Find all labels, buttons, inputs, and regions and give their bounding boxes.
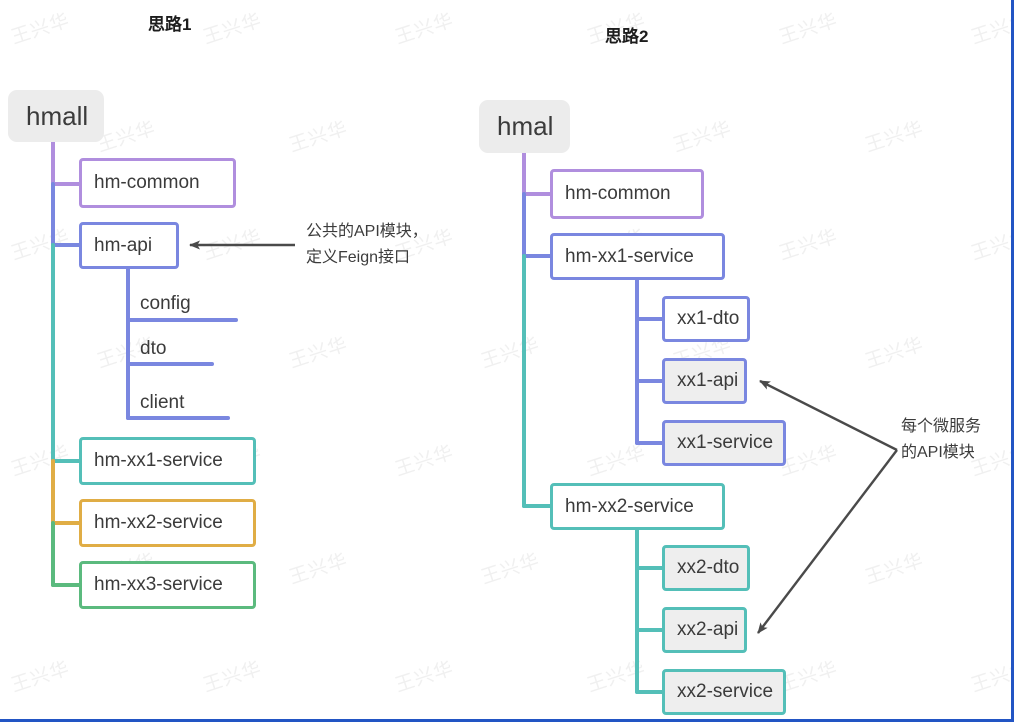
node-xx2-api[interactable]: xx2-api [662, 607, 747, 653]
watermark-text: 王兴华 [286, 333, 351, 373]
node-xx1-dto[interactable]: xx1-dto [662, 296, 750, 342]
panel-right-title: 思路2 [605, 27, 649, 46]
watermark-text: 王兴华 [8, 9, 73, 49]
node-label: hm-common [565, 183, 671, 204]
watermark-text: 王兴华 [200, 657, 265, 697]
watermark-text: 王兴华 [392, 9, 457, 49]
watermark-text: 王兴华 [776, 9, 841, 49]
watermark-text: 王兴华 [8, 441, 73, 481]
node-hm-xx2-service-left[interactable]: hm-xx2-service [79, 499, 256, 547]
node-label: hm-xx1-service [94, 450, 223, 471]
node-xx1-service[interactable]: xx1-service [662, 420, 786, 466]
watermark-text: 王兴华 [862, 549, 927, 589]
watermark-text: 王兴华 [286, 549, 351, 589]
watermark-text: 王兴华 [392, 441, 457, 481]
annotation-right-line2: 的API模块 [901, 444, 975, 462]
node-label: hm-xx2-service [565, 495, 694, 517]
annotation-left-line2: 定义Feign接口 [306, 249, 411, 267]
watermark-text: 王兴华 [8, 657, 73, 697]
node-hm-common-left[interactable]: hm-common [79, 158, 236, 208]
watermark-text: 王兴华 [584, 657, 649, 697]
node-dto[interactable]: dto [128, 334, 212, 364]
node-label: hm-xx3-service [94, 574, 223, 595]
node-label: hm-common [94, 172, 200, 193]
watermark-text: 王兴华 [776, 225, 841, 265]
node-label: hmal [497, 111, 554, 141]
node-label: xx2-service [677, 681, 774, 702]
node-client[interactable]: client [128, 388, 228, 418]
node-label: xx2-api [677, 619, 739, 640]
watermark-text: 王兴华 [478, 333, 543, 373]
node-hm-common-right[interactable]: hm-common [550, 169, 704, 219]
watermark-text: 王兴华 [968, 657, 1014, 697]
node-hm-api[interactable]: hm-api [79, 222, 179, 269]
node-hmal-root[interactable]: hmal [479, 100, 570, 153]
node-hmall-root[interactable]: hmall [8, 90, 104, 142]
watermark-text: 王兴华 [862, 117, 927, 157]
node-hm-xx1-service-right[interactable]: hm-xx1-service [550, 233, 725, 280]
watermark-text: 王兴华 [8, 225, 73, 265]
annotation-right-line1: 每个微服务 [901, 418, 982, 435]
node-label: hm-xx1-service [565, 245, 694, 267]
annotation-left: 公共的API模块， 定义Feign接口 [306, 219, 428, 272]
watermark-text: 王兴华 [584, 441, 649, 481]
node-label: hm-xx2-service [94, 512, 223, 533]
node-label: hm-api [94, 234, 153, 256]
node-config[interactable]: config [128, 288, 236, 320]
annotation-left-line1: 公共的API模块， [306, 223, 428, 240]
watermark-text: 王兴华 [968, 9, 1014, 49]
node-label: client [140, 392, 185, 413]
watermark-text: 王兴华 [200, 225, 265, 265]
node-xx2-service[interactable]: xx2-service [662, 669, 786, 715]
watermark-text: 王兴华 [670, 117, 735, 157]
node-hm-xx2-service-right[interactable]: hm-xx2-service [550, 483, 725, 530]
watermark-text: 王兴华 [968, 225, 1014, 265]
node-xx1-api[interactable]: xx1-api [662, 358, 747, 404]
watermark-text: 王兴华 [862, 333, 927, 373]
node-label: xx1-api [677, 370, 739, 391]
watermark-text: 王兴华 [200, 9, 265, 49]
node-label: config [140, 293, 191, 314]
node-label: xx2-dto [677, 557, 740, 578]
node-label: hmall [26, 100, 89, 131]
node-label: dto [140, 338, 167, 359]
node-hm-xx1-service-left[interactable]: hm-xx1-service [79, 437, 256, 485]
node-label: xx1-dto [677, 308, 740, 329]
node-hm-xx3-service-left[interactable]: hm-xx3-service [79, 561, 256, 609]
panel-left-title: 思路1 [148, 15, 192, 34]
watermark-text: 王兴华 [286, 117, 351, 157]
node-label: xx1-service [677, 432, 774, 453]
watermark-text: 王兴华 [392, 657, 457, 697]
watermark-text: 王兴华 [478, 549, 543, 589]
annotation-right: 每个微服务 的API模块 [901, 414, 981, 467]
node-xx2-dto[interactable]: xx2-dto [662, 545, 750, 591]
